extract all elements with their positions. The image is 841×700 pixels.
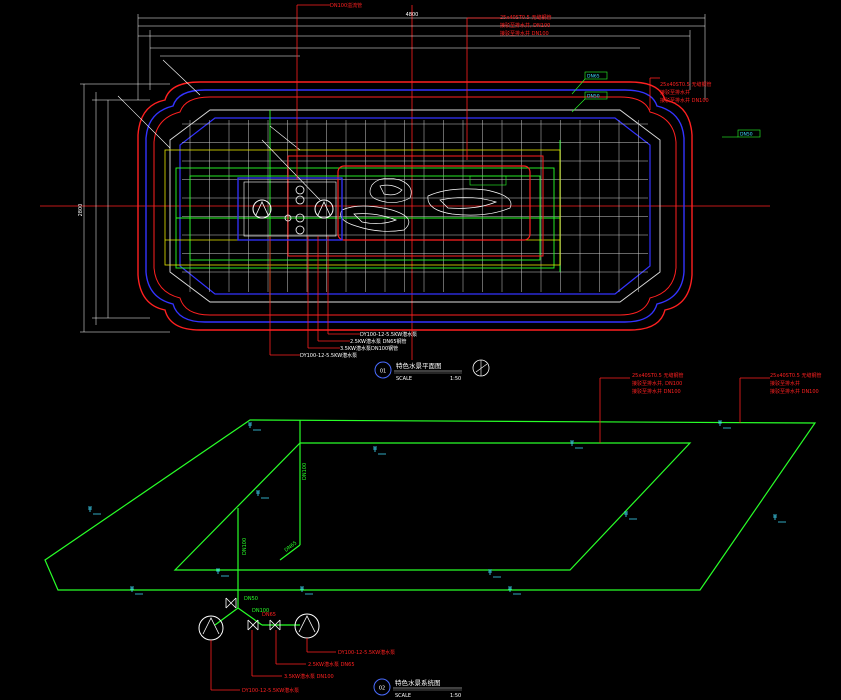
basin-inner-white bbox=[169, 109, 661, 303]
system-callout-center-3: 接驳至排水井 DN100 bbox=[632, 388, 681, 395]
system-nozzles bbox=[88, 420, 786, 595]
system-callout-center-1: 25x40ST0.5 无缝钢管 bbox=[632, 372, 683, 379]
plan-yellow-lines bbox=[164, 149, 561, 266]
stone-label-box bbox=[469, 175, 507, 186]
system-callout-bottom-1: DY100-12-5.5KW潜水泵 bbox=[338, 649, 395, 656]
nozzle-icon bbox=[773, 514, 786, 523]
system-callout-right-2: 接驳至排水井 bbox=[770, 380, 800, 387]
plan-tag-3: DN50 bbox=[740, 132, 753, 138]
system-scale-label: SCALE bbox=[395, 693, 411, 699]
basin-outline-inner bbox=[153, 96, 677, 316]
basin-inner-blue bbox=[179, 117, 651, 295]
system-callout-bottom-3: 3.5KW潜水泵 DN100 bbox=[284, 673, 334, 680]
system-risers bbox=[214, 420, 301, 626]
system-callout-right-3: 接驳至排水井 DN100 bbox=[770, 388, 819, 395]
system-callout-center-2: 接驳至排水井, DN100 bbox=[632, 380, 682, 387]
system-callout-right-1: 25x40ST0.5 无缝钢管 bbox=[770, 372, 821, 379]
system-scale-value: 1:50 bbox=[450, 693, 461, 699]
paving-grid bbox=[182, 120, 648, 292]
nozzle-icon bbox=[256, 490, 269, 499]
system-number: 02 bbox=[379, 686, 385, 692]
nozzle-icon bbox=[130, 586, 143, 595]
nozzle-icon bbox=[570, 440, 583, 449]
valve-circles bbox=[284, 185, 305, 235]
dim-left-total: 2800 bbox=[78, 204, 84, 217]
sculpture-stones bbox=[340, 178, 512, 232]
plan-callout-bottom-3: 3.5KW潜水泵DN100钢管 bbox=[340, 345, 398, 352]
left-dimensions bbox=[80, 83, 170, 333]
plan-callout-bottom-2: 2.5KW潜水泵 DN65钢管 bbox=[350, 338, 407, 345]
nozzle-icon bbox=[300, 586, 313, 595]
dim-top-total: 4800 bbox=[406, 12, 419, 18]
system-pipe-label-4: DN50 bbox=[244, 596, 258, 602]
system-callout-leaders bbox=[210, 377, 770, 691]
system-inner-loop bbox=[173, 442, 692, 571]
nozzle-icon bbox=[248, 422, 261, 431]
plan-callout-top: DN100溢流管 bbox=[330, 2, 362, 9]
plan-callout-right-3: 接驳至排水井 DN100 bbox=[660, 97, 709, 104]
system-pump-left-icon bbox=[198, 615, 224, 641]
system-view: DN100 DN100 DN65 DN50 DN100 DN65 bbox=[44, 372, 821, 699]
pump-left-icon bbox=[252, 199, 272, 219]
plan-tag-2: DN50 bbox=[587, 94, 600, 100]
system-valves bbox=[225, 597, 281, 631]
plan-title-block: 01 特色水景平面图 SCALE 1:50 bbox=[374, 359, 490, 382]
nozzle-icon bbox=[88, 506, 101, 515]
plan-leaders bbox=[117, 59, 321, 201]
system-valve-label: DN65 bbox=[262, 612, 276, 618]
system-outer-loop bbox=[44, 419, 817, 591]
nozzle-icon bbox=[216, 568, 229, 577]
plan-tag-1: DN65 bbox=[587, 74, 600, 80]
plan-callout-bottom-1: DY100-12-5.5KW潜水泵 bbox=[360, 331, 417, 338]
nozzle-icon bbox=[488, 569, 501, 578]
system-pipe-label-2: DN100 bbox=[242, 538, 248, 555]
plan-number: 01 bbox=[380, 369, 386, 375]
plan-callout-right-1: 25x40ST0.5 无缝钢管 bbox=[660, 81, 711, 88]
system-pipe-label-5: DN100 bbox=[252, 608, 269, 614]
basin-outline-outer bbox=[137, 81, 693, 331]
system-pipe-label-1: DN100 bbox=[302, 463, 308, 480]
nozzle-icon bbox=[373, 446, 386, 455]
center-feature-outer bbox=[287, 155, 544, 257]
plan-callout-bottom-4: DY100-12-5.5KW潜水泵 bbox=[300, 352, 357, 359]
plan-scale-label: SCALE bbox=[396, 376, 412, 382]
plan-title: 特色水景平面图 bbox=[396, 361, 442, 370]
pump-right-icon bbox=[314, 199, 334, 219]
pump-pit-inner bbox=[243, 181, 337, 237]
plan-green-tags bbox=[571, 71, 761, 138]
system-pump-right-icon bbox=[294, 613, 320, 639]
system-callout-bottom-2: 2.5KW潜水泵 DN65 bbox=[308, 661, 355, 668]
system-title: 特色水景系统图 bbox=[395, 678, 441, 687]
plan-callout-leaders bbox=[269, 4, 660, 356]
plan-callout-top-right-2: 接驳至排水井, DN100 bbox=[500, 22, 550, 29]
plan-view: 4800 2800 bbox=[40, 2, 770, 382]
basin-outline-blue bbox=[145, 89, 685, 323]
nozzle-icon bbox=[624, 511, 637, 520]
plan-scale-value: 1:50 bbox=[450, 376, 461, 382]
pump-pit bbox=[237, 177, 343, 241]
plan-callout-right-2: 接驳至排水井 bbox=[660, 89, 690, 96]
nozzle-icon bbox=[718, 420, 731, 429]
nozzle-icon bbox=[508, 586, 521, 595]
top-dimensions bbox=[137, 14, 706, 100]
center-feature-inner bbox=[337, 165, 531, 241]
system-title-block: 02 特色水景系统图 SCALE 1:50 bbox=[373, 678, 462, 699]
plan-callout-top-right-1: 25x40ST0.5 无缝钢管 bbox=[500, 14, 551, 21]
plan-callout-top-right-3: 接驳至排水井 DN100 bbox=[500, 30, 549, 37]
system-callout-bottom-4: DY100-12-5.5KW潜水泵 bbox=[242, 687, 299, 694]
